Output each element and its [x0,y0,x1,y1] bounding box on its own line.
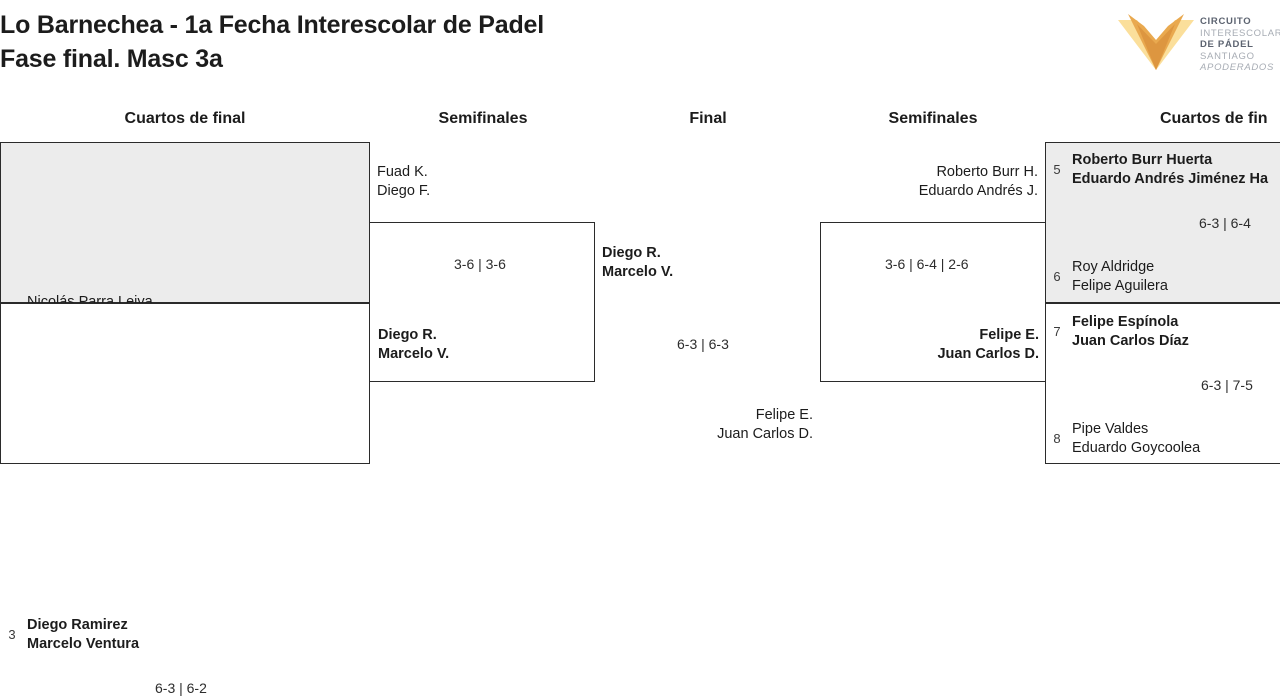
page-title: Lo Barnechea - 1a Fecha Interescolar de … [0,11,545,73]
round-header-qf-right: Cuartos de fin [1160,110,1268,127]
round-header-sf-right: Semifinales [888,110,978,127]
match-box-qf2[interactable]: 3 Diego Ramirez Marcelo Ventura 6-3 | 6-… [0,303,370,696]
sf-right-top-team: Roberto Burr H. Eduardo Andrés J. [918,164,1038,199]
match-box-sf-right[interactable]: 3-6 | 6-4 | 2-6 Felipe E. Juan Carlos D. [820,222,1046,382]
team-name: Roy Aldridge Felipe Aguilera [1072,259,1168,294]
team-name: Roberto Burr Huerta Eduardo Andrés Jimén… [1072,152,1269,187]
logo-line-3: DE PÁDEL [1200,39,1254,50]
seed-number: 6 [1053,269,1061,284]
seed-number: 8 [1053,431,1061,446]
round-header-sf-left: Semifinales [438,110,528,127]
match-box-qf1[interactable]: 1 Nicolás Parra Leiva Arturo Merino Ball… [0,142,370,436]
round-header-qf-left: Cuartos de final [124,110,246,127]
team-name: Felipe E. Juan Carlos D. [937,327,1039,362]
match-score: 6-3 | 7-5 [1201,377,1253,393]
match-score: 3-6 | 3-6 [454,256,506,272]
match-box-qf4[interactable]: 7 Felipe Espínola Juan Carlos Díaz 6-3 |… [1045,303,1280,464]
team-name: Felipe Espínola Juan Carlos Díaz [1072,314,1189,349]
final-bottom-team: Felipe E. Juan Carlos D. [717,407,813,442]
circuito-arrow-icon [1118,14,1194,70]
team-name: Diego Ramirez Marcelo Ventura [27,617,140,652]
match-box-sf-left[interactable]: 3-6 | 3-6 Diego R. Marcelo V. [369,222,595,382]
logo-line-2: INTERESCOLAR [1200,27,1280,39]
sf-left-top-team: Fuad K. Diego F. [377,164,431,199]
match-score: 3-6 | 6-4 | 2-6 [885,256,969,272]
match-box-qf3[interactable]: 5 Roberto Burr Huerta Eduardo Andrés Jim… [1045,142,1280,303]
match-score: 6-3 | 6-2 [155,680,207,696]
logo-line-1: CIRCUITO [1200,16,1252,27]
team-name: Pipe Valdes Eduardo Goycoolea [1072,421,1201,456]
logo-line-5: APODERADOS [1200,62,1275,73]
final-score: 6-3 | 6-3 [677,336,729,352]
seed-number: 3 [8,627,16,642]
final-top-team: Diego R. Marcelo V. [602,245,674,280]
round-header-final: Final [689,110,727,127]
logo-line-4: SANTIAGO [1200,50,1255,62]
seed-number: 7 [1053,324,1061,339]
match-score: 6-3 | 6-4 [1199,215,1251,231]
logo-wordmark: CIRCUITO INTERESCOLAR DE PÁDEL SANTIAGO … [1200,16,1280,74]
team-name: Diego R. Marcelo V. [378,327,450,362]
seed-number: 5 [1053,162,1061,177]
tournament-logo: CIRCUITO INTERESCOLAR DE PÁDEL SANTIAGO … [1118,12,1280,74]
